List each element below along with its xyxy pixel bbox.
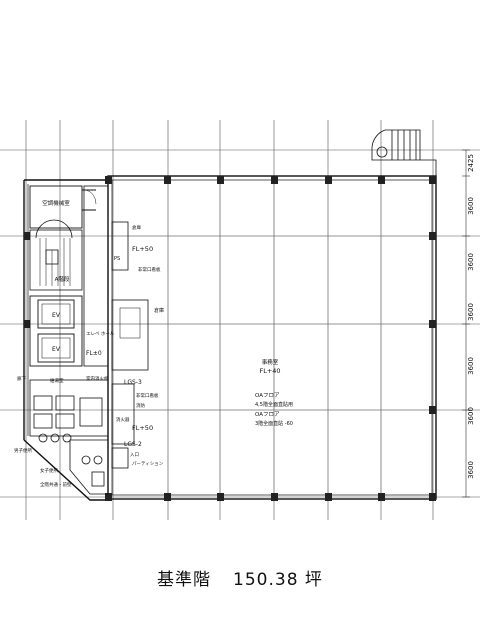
label-dept-level: FL+50 [132, 245, 153, 253]
toilet-block [29, 379, 109, 495]
dim-label-0: 2425 [467, 154, 475, 172]
columns [24, 176, 436, 501]
floor-caption: 基準階 150.38 坪 [0, 565, 480, 590]
label-dept-level2: FL+50 [132, 424, 153, 432]
label-elevator-hall: エレベ ホール [86, 331, 115, 337]
stair-core [29, 219, 83, 291]
label-stair: A階段 [55, 275, 70, 283]
label-fire-sign2: 非常口看板 [136, 392, 159, 399]
label-hot-water: 給湯室 [50, 377, 64, 384]
label-ev2: EV [52, 346, 61, 353]
label-entry: 入口 [130, 452, 139, 458]
label-machine-room: 空調機械室 [42, 199, 70, 207]
label-fire-box: 消防 [136, 402, 145, 409]
label-pipe-shaft: PS [114, 256, 120, 262]
label-mens-wc: 男子便所 [14, 447, 32, 454]
core-walls [83, 185, 149, 469]
label-office: 事務室 [262, 358, 279, 366]
label-pit: 倉庫 [132, 224, 141, 231]
floor-name: 基準階 [157, 570, 212, 590]
machine-room [29, 185, 97, 229]
label-oa2: OAフロア [255, 411, 280, 418]
label-storage: 倉庫 [154, 307, 164, 314]
floor-area: 150.38 坪 [233, 570, 323, 590]
label-lgs1: LGS-3 [124, 379, 142, 386]
label-oa1: OAフロア [255, 392, 280, 399]
outer-walls [23, 175, 437, 501]
label-lgs2: LGS-2 [124, 441, 142, 448]
dimension-labels: 2425 3600 3600 3600 3600 3600 3600 [467, 154, 475, 479]
dim-label-1: 3600 [467, 197, 475, 215]
label-ev1: EV [52, 312, 61, 319]
room-labels: 空調機械室 A階段 EV EV エレベ ホール FL±0 倉庫 PS FL+50… [14, 199, 293, 488]
elevators [29, 295, 83, 367]
label-pool-note: 全階共通・前壁 [40, 481, 72, 488]
label-oa2-note: 3階全面直貼 -60 [255, 420, 293, 427]
label-womens-wc: 女子便所 [40, 467, 58, 474]
label-inside-wall: 室内消火栓 [86, 375, 109, 382]
label-office-level: FL+40 [259, 367, 280, 375]
label-corridor: 廊下 [17, 375, 26, 382]
label-fire-box2: 消火器 [116, 416, 130, 423]
external-stair [371, 129, 437, 176]
dim-label-2: 3600 [467, 253, 475, 271]
label-fire-sign1: 非常口看板 [138, 266, 161, 273]
dim-label-6: 3600 [467, 461, 475, 479]
dim-label-5: 3600 [467, 407, 475, 425]
label-partition: パーティション [132, 461, 164, 467]
dim-label-3: 3600 [467, 303, 475, 321]
office-grid [113, 180, 433, 497]
dim-label-4: 3600 [467, 357, 475, 375]
label-oa1-note: 4,5階全面直貼用 [255, 401, 293, 408]
label-ev-level: FL±0 [86, 350, 102, 357]
dimension-chain [462, 149, 470, 498]
